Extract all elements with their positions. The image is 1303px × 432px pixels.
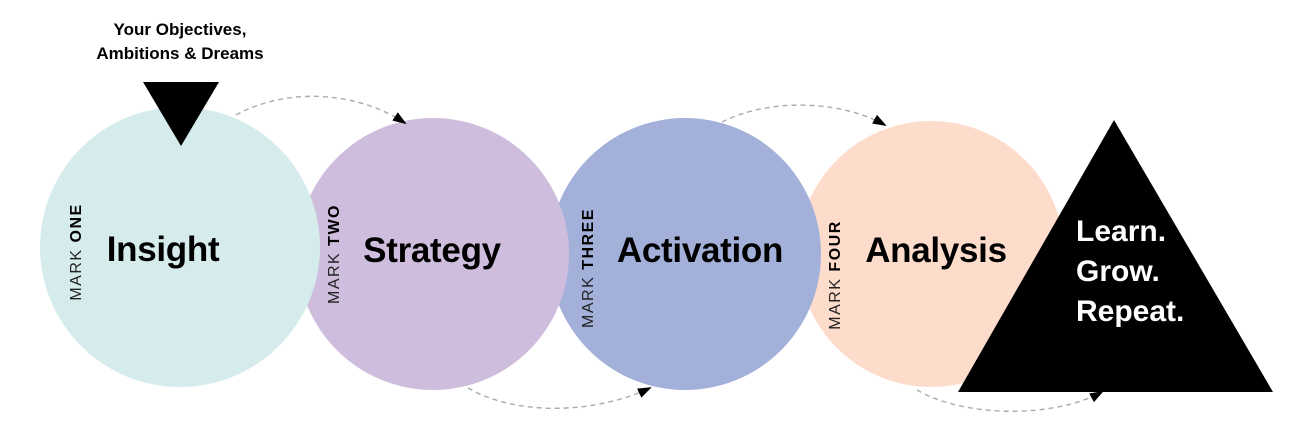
final-line-grow: Grow. (1076, 255, 1160, 288)
objectives-label: Your Objectives, Ambitions & Dreams (60, 18, 300, 66)
mark-word: THREE (580, 208, 597, 270)
mark-one-label: MARK ONE (68, 203, 86, 300)
mark-three-label: MARK THREE (580, 208, 598, 328)
stage-circle-insight (40, 107, 320, 387)
mark-two-label: MARK TWO (326, 204, 344, 304)
stage-circle-activation (549, 118, 821, 390)
objectives-label-line-1: Your Objectives, (113, 20, 247, 39)
arrow-strategy-to-activation (467, 387, 652, 409)
mark-four-label: MARK FOUR (827, 220, 845, 330)
stage-title-insight: Insight (106, 230, 220, 269)
mark-word: FOUR (827, 220, 844, 272)
arrow-activation-to-analysis (721, 104, 887, 126)
mark-word: TWO (326, 203, 343, 246)
stage-circle-strategy (297, 118, 569, 390)
arrow-insight-to-strategy (235, 95, 407, 125)
stage-title-analysis: Analysis (865, 231, 1007, 270)
stage-title-activation: Activation (616, 231, 784, 270)
mark-prefix: MARK (68, 248, 85, 301)
mark-prefix: MARK (580, 275, 597, 328)
mark-prefix: MARK (326, 251, 343, 305)
learn-triangle (958, 120, 1273, 392)
mark-prefix: MARK (827, 277, 844, 330)
arrow-analysis-to-learn (916, 389, 1104, 412)
stage-title-strategy: Strategy (363, 231, 501, 270)
learn-grow-repeat-text: Learn. Grow. Repeat. (1076, 212, 1184, 332)
stage-circle-analysis (798, 121, 1064, 387)
final-line-repeat: Repeat. (1076, 295, 1185, 328)
objectives-label-line-2: Ambitions & Dreams (96, 44, 264, 63)
mark-word: ONE (68, 203, 85, 243)
final-line-learn: Learn. (1076, 215, 1167, 248)
objectives-pointer-triangle (143, 82, 219, 146)
